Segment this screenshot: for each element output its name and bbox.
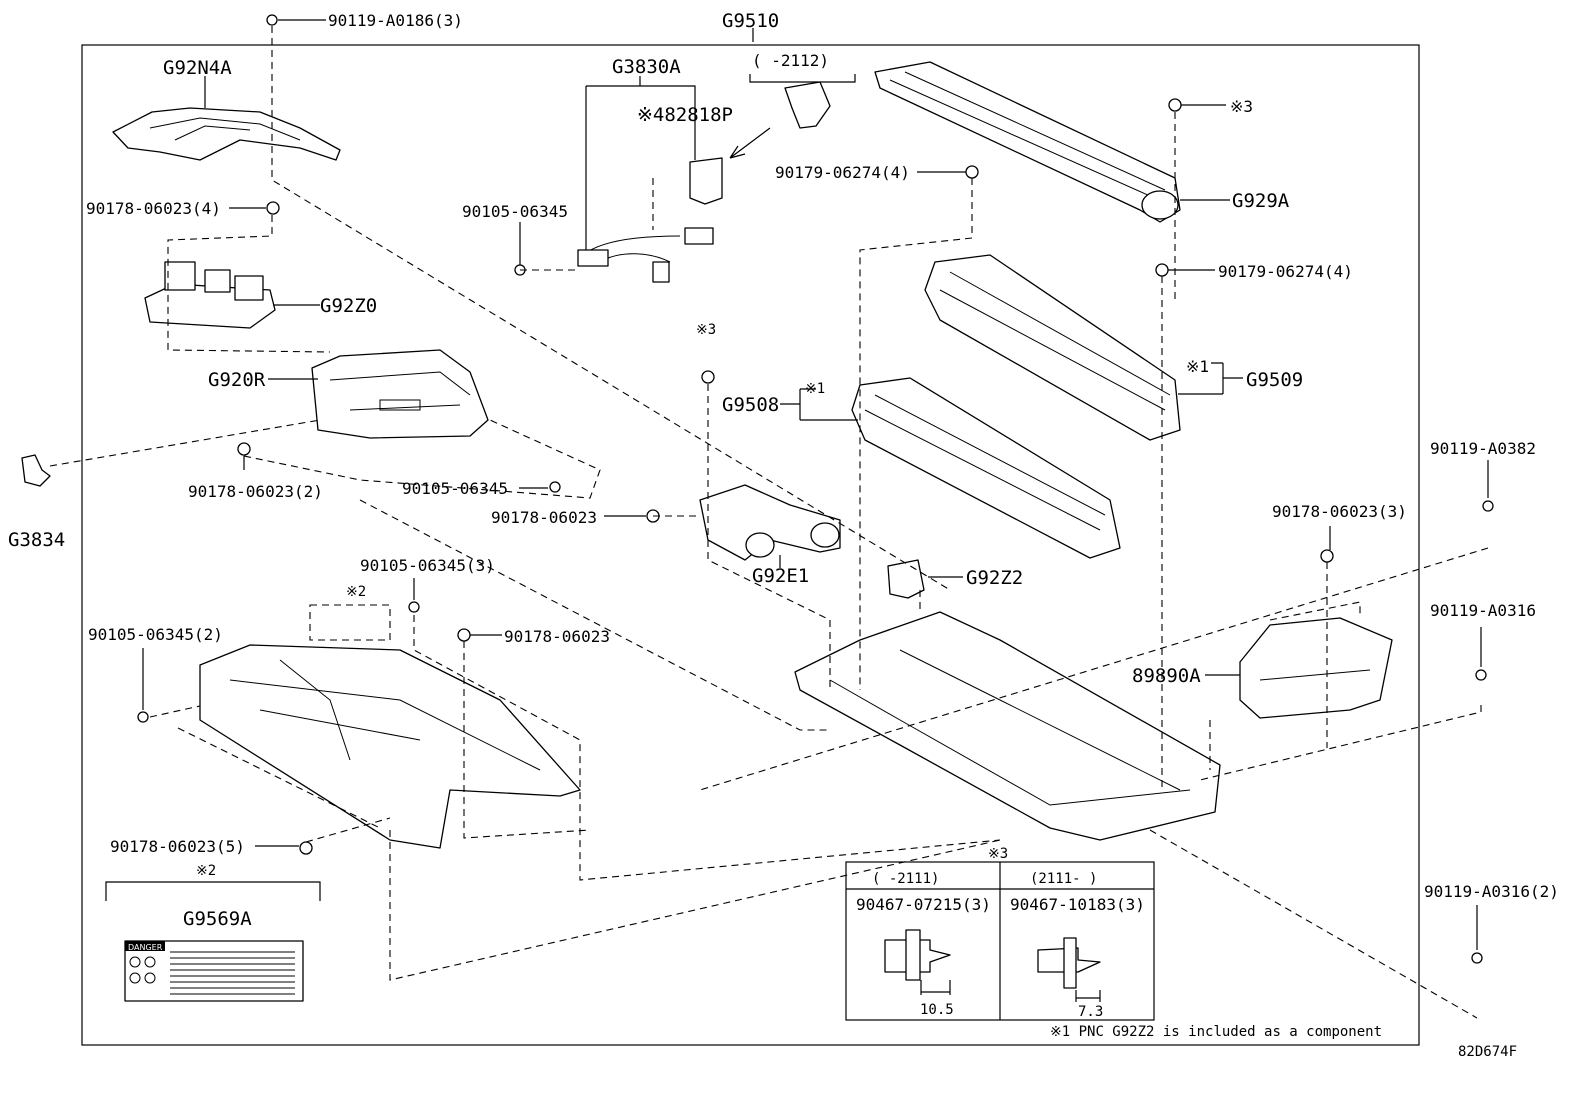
label-g929a[interactable]: G929A	[1232, 190, 1290, 212]
label-nut-06023-b[interactable]: 90178-06023	[504, 627, 610, 646]
label-g92z2[interactable]: G92Z2	[966, 567, 1023, 589]
label-nut-06274-b[interactable]: 90179-06274(4)	[1218, 262, 1353, 281]
label-g9569a[interactable]: G9569A	[183, 908, 252, 930]
clip-col1-range: ( -2111)	[872, 871, 939, 887]
danger-label-text: DANGER	[128, 943, 163, 952]
label-g9509[interactable]: G9509	[1246, 369, 1303, 391]
g92z2-part[interactable]	[887, 559, 925, 599]
label-g9508[interactable]: G9508	[722, 394, 779, 416]
label-nut-06023-3[interactable]: 90178-06023(3)	[1272, 502, 1407, 521]
label-ref1-a: ※1	[805, 381, 825, 397]
label-nut-06023-4[interactable]: 90178-06023(4)	[86, 199, 221, 218]
g929a-part[interactable]	[874, 61, 1181, 223]
89890a-part[interactable]	[1239, 617, 1393, 719]
g9509-battery-stack[interactable]	[924, 254, 1181, 441]
label-82818p[interactable]: ※482818P	[637, 104, 733, 126]
clip-table	[845, 861, 1155, 1021]
battery-tray[interactable]	[794, 611, 1221, 841]
label-bolt-06345-b[interactable]: 90105-06345	[402, 479, 508, 498]
caution-label-g9569a[interactable]: DANGER	[124, 940, 304, 1002]
g3830a-harness[interactable]	[577, 227, 714, 283]
clip-col2-range: (2111- )	[1030, 871, 1097, 887]
clip-col1-part[interactable]: 90467-07215(3)	[856, 895, 991, 914]
label-89890a[interactable]: 89890A	[1132, 665, 1201, 687]
fasteners	[137, 14, 1494, 964]
g92z0-part[interactable]	[144, 261, 276, 329]
label-nut-06274-a[interactable]: 90179-06274(4)	[775, 163, 910, 182]
relay-82818p-part[interactable]	[689, 81, 831, 205]
clip-table-text: ※3 ( -2111) (2111- ) 90467-07215(3) 9046…	[856, 846, 1145, 1020]
label-ref3-a: ※3	[1230, 97, 1253, 116]
label-ref1-b: ※1	[1186, 357, 1209, 376]
assembly-dashed-lines	[49, 26, 1489, 1019]
label-ref2-b: ※2	[196, 863, 216, 879]
part-labels: G9510 90119-A0186(3) G92N4A G3830A ( -21…	[8, 10, 1559, 1060]
label-ref3-b: ※3	[696, 322, 716, 338]
label-bolt-a0316-2[interactable]: 90119-A0316(2)	[1424, 882, 1559, 901]
clip-col1-dim: 10.5	[920, 1002, 954, 1018]
label-nut-06023-5[interactable]: 90178-06023(5)	[110, 837, 245, 856]
g92e1-part[interactable]	[699, 484, 841, 561]
clip-col2-dim: 7.3	[1078, 1004, 1103, 1020]
label-nut-06023-2[interactable]: 90178-06023(2)	[188, 482, 323, 501]
g3834-part[interactable]	[21, 454, 51, 487]
footnote: ※1 PNC G92Z2 is included as a component	[1050, 1024, 1382, 1040]
clip-col2-part[interactable]: 90467-10183(3)	[1010, 895, 1145, 914]
leader-lines	[105, 19, 1489, 950]
label-bolt-06345-a[interactable]: 90105-06345	[462, 202, 568, 221]
label-bolt-top[interactable]: 90119-A0186(3)	[328, 11, 463, 30]
label-main-assy[interactable]: G9510	[722, 10, 779, 32]
label-g3834[interactable]: G3834	[8, 529, 65, 551]
clip-table-ref: ※3	[988, 846, 1008, 862]
g9508-battery-stack[interactable]	[851, 377, 1121, 559]
lower-cover-part[interactable]	[199, 644, 581, 849]
label-nut-06023-a[interactable]: 90178-06023	[491, 508, 597, 527]
label-g92n4a[interactable]: G92N4A	[163, 57, 232, 79]
label-ref2-a: ※2	[346, 584, 366, 600]
label-bolt-a0316[interactable]: 90119-A0316	[1430, 601, 1536, 620]
assembly-frame	[81, 44, 1420, 1046]
label-g92e1[interactable]: G92E1	[752, 565, 809, 587]
label-bolt-06345-3[interactable]: 90105-06345(3)	[360, 556, 495, 575]
label-range-a: ( -2112)	[752, 51, 829, 70]
label-g92z0[interactable]: G92Z0	[320, 295, 377, 317]
label-g920r[interactable]: G920R	[208, 369, 266, 391]
g920r-part[interactable]	[311, 349, 489, 439]
label-bolt-06345-2[interactable]: 90105-06345(2)	[88, 625, 223, 644]
drawing-number: 82D674F	[1458, 1044, 1517, 1060]
g92n4a-part[interactable]	[112, 107, 341, 161]
label-g3830a[interactable]: G3830A	[612, 56, 681, 78]
label-bolt-a0382[interactable]: 90119-A0382	[1430, 439, 1536, 458]
